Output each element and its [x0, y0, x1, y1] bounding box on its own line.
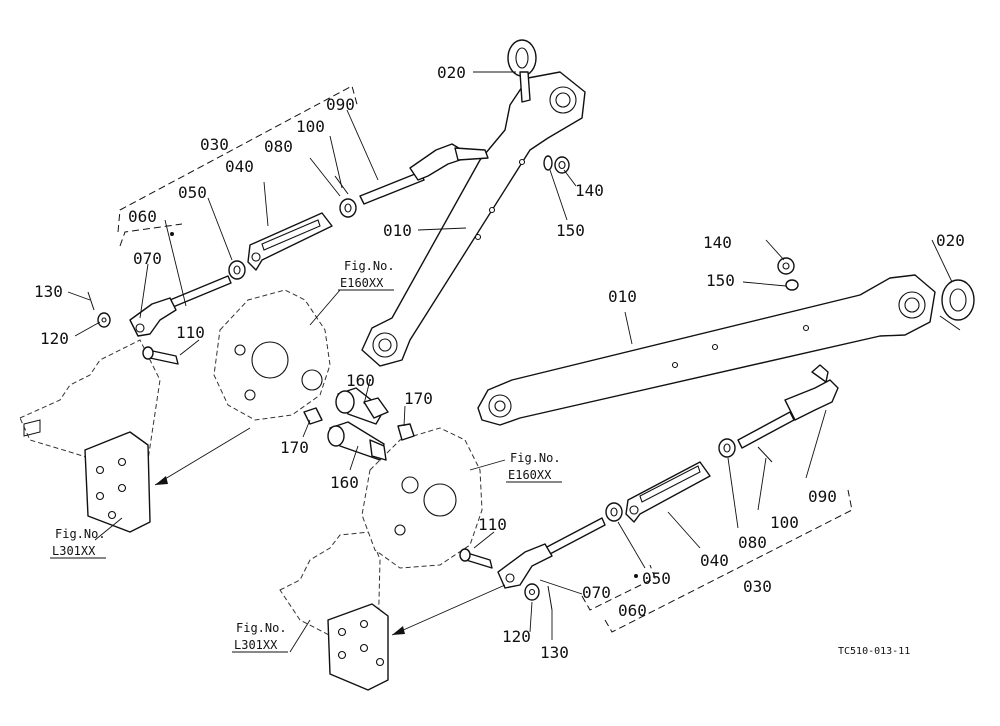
turnbuckle-hook-090-a: [359, 143, 489, 205]
label-100-upper: 100: [296, 117, 325, 136]
washer-120-b: [524, 583, 540, 601]
label-100-lower: 100: [770, 513, 799, 532]
label-020-right: 020: [936, 231, 965, 250]
label-170-left: 170: [280, 438, 309, 457]
label-150-upper: 150: [556, 221, 585, 240]
turnbuckle-hook-090-b: [737, 364, 839, 449]
turnbuckle-body-040-a: [247, 212, 333, 271]
label-140-upper: 140: [575, 181, 604, 200]
label-140-lower: 140: [703, 233, 732, 252]
fig-ref-e160-lower: Fig.No. E160XX: [506, 451, 562, 483]
label-130-lower: 130: [540, 643, 569, 662]
axle-housing-upper: [213, 289, 331, 421]
fig-ref-l301-lower-title: Fig.No.: [236, 621, 287, 635]
fig-ref-l301-upper-title: Fig.No.: [55, 527, 106, 541]
fig-ref-l301-lower-code: L301XX: [234, 638, 278, 652]
label-080-lower: 080: [738, 533, 767, 552]
washer-150-b: [785, 279, 799, 291]
fig-ref-l301-upper: Fig.No. L301XX: [50, 527, 106, 559]
washer-120-a: [97, 312, 111, 328]
nut-140-a: [554, 156, 570, 174]
lower-link-arm-010-b: [477, 274, 936, 426]
nut-080-a: [339, 198, 357, 218]
label-110-upper: 110: [176, 323, 205, 342]
label-040-upper: 040: [225, 157, 254, 176]
assembly-bracket-030-lower: [604, 489, 853, 633]
fig-ref-e160-lower-code: E160XX: [508, 468, 552, 482]
label-070-upper: 070: [133, 249, 162, 268]
label-060-upper: 060: [128, 207, 157, 226]
label-110-lower: 110: [478, 515, 507, 534]
label-120-lower: 120: [502, 627, 531, 646]
arrow-to-fig-upper: [154, 427, 251, 486]
label-010-upper: 010: [383, 221, 412, 240]
clevis-rod-070-a: [129, 275, 232, 337]
turnbuckle-body-040-b: [625, 461, 711, 523]
axle-housing-lower: [361, 427, 483, 569]
fig-ref-e160-upper-title: Fig.No.: [344, 259, 395, 273]
label-060-lower: 060: [618, 601, 647, 620]
fig-ref-e160-upper-code: E160XX: [340, 276, 384, 290]
label-090-upper: 090: [326, 95, 355, 114]
fig-ref-l301-lower: Fig.No. L301XX: [232, 621, 288, 653]
fig-ref-l301-upper-code: L301XX: [52, 544, 96, 558]
label-130-upper: 130: [34, 282, 63, 301]
assembly-bracket-060-upper: [119, 223, 183, 247]
cotter-pin-100-b: [757, 446, 773, 463]
nut-080-b: [718, 438, 736, 458]
label-090-lower: 090: [808, 487, 837, 506]
label-150-lower: 150: [706, 271, 735, 290]
washer-150-a: [543, 155, 553, 171]
pin-130-a: [87, 291, 95, 311]
label-030-upper: 030: [200, 135, 229, 154]
pin-160-a: [335, 387, 389, 425]
clevis-rod-070-b: [497, 517, 606, 589]
clevis-pin-110-b: [459, 548, 493, 569]
label-040-lower: 040: [700, 551, 729, 570]
leader-lines: [67, 71, 953, 653]
marker-dot-upper: [170, 232, 174, 236]
label-160-lower: 160: [330, 473, 359, 492]
pin-160-b: [327, 421, 387, 461]
nut-140-b: [777, 257, 795, 275]
label-170-right: 170: [404, 389, 433, 408]
label-010-lower: 010: [608, 287, 637, 306]
lower-link-arm-010-a: [361, 71, 586, 367]
label-120-upper: 120: [40, 329, 69, 348]
clevis-pin-110-a: [142, 346, 179, 365]
arrow-to-fig-lower: [391, 584, 506, 636]
lynch-pin-020-b: [939, 279, 975, 331]
mounting-bracket-left-upper: [19, 339, 161, 533]
label-160-upper: 160: [346, 371, 375, 390]
drawing-code: TC510-013-11: [838, 646, 910, 657]
label-030-lower: 030: [743, 577, 772, 596]
nut-050-a: [228, 260, 246, 280]
nut-050-b: [605, 502, 623, 522]
fig-ref-e160-lower-title: Fig.No.: [510, 451, 561, 465]
bolt-170-a: [397, 423, 415, 441]
label-020-top: 020: [437, 63, 466, 82]
pin-130-b: [547, 585, 553, 611]
mounting-bracket-left-lower: [279, 531, 389, 691]
label-080-upper: 080: [264, 137, 293, 156]
label-050-upper: 050: [178, 183, 207, 202]
marker-dot-lower: [634, 574, 638, 578]
assembly-bracket-030-upper: [117, 85, 359, 233]
lynch-pin-020-a: [507, 39, 537, 103]
fig-ref-e160-upper: Fig.No. E160XX: [338, 259, 395, 291]
label-070-lower: 070: [582, 583, 611, 602]
label-050-lower: 050: [642, 569, 671, 588]
bolt-170-b: [303, 407, 323, 425]
